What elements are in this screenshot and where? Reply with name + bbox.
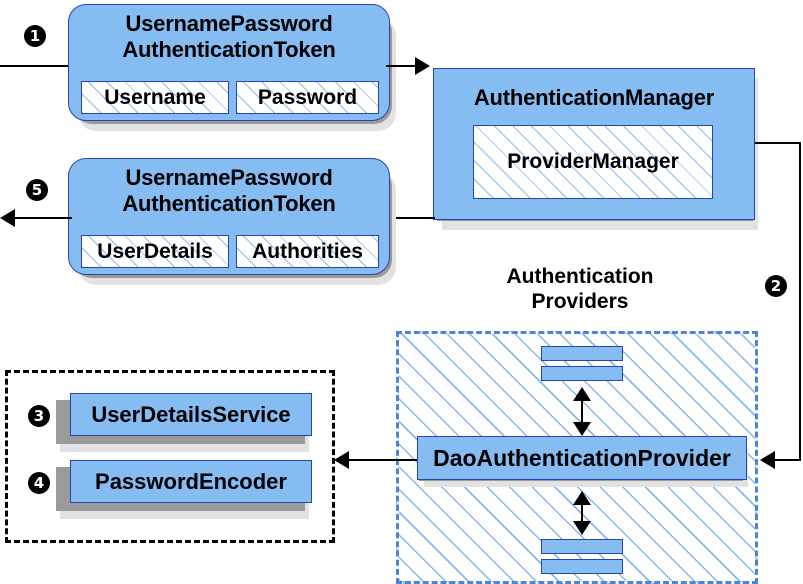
provider-manager-label: ProviderManager: [507, 150, 679, 173]
response-token-title-line2: AuthenticationToken: [122, 191, 336, 216]
passwordencoder-label: PasswordEncoder: [95, 468, 287, 494]
response-token-field-authorities: Authorities: [236, 235, 379, 268]
response-token-field-userdetails-label: UserDetails: [97, 239, 213, 263]
response-token-field-authorities-label: Authorities: [252, 239, 363, 263]
connector-manager-to-provider-top: [755, 142, 801, 144]
provider-placeholder-top-1: [541, 346, 623, 361]
request-token-box: UsernamePassword AuthenticationToken Use…: [68, 4, 390, 121]
connector-token-to-manager: [386, 65, 419, 67]
step-badge-5: 5: [26, 179, 48, 201]
response-token-box: UsernamePassword AuthenticationToken Use…: [68, 158, 390, 275]
step-badge-1: 1: [24, 25, 46, 47]
connector-outbound-response: [15, 217, 72, 219]
provider-placeholder-bottom-2: [541, 559, 623, 574]
response-token-title-line1: UsernamePassword: [125, 165, 333, 190]
connector-token-to-manager-arrowhead: [415, 57, 430, 75]
connector-manager-to-provider-bottom: [775, 459, 801, 461]
provider-link-bottom-line: [581, 498, 583, 524]
request-token-field-username-label: Username: [104, 85, 206, 109]
provider-placeholder-bottom-1: [541, 539, 623, 554]
authentication-manager-title: AuthenticationManager: [473, 85, 715, 110]
providers-group-caption-line2: Providers: [531, 290, 629, 313]
provider-placeholder-top-2: [541, 366, 623, 381]
connector-inbound-request: [0, 65, 70, 67]
providers-group-caption: Authentication Providers: [430, 264, 730, 314]
dao-authentication-provider-label: DaoAuthenticationProvider: [433, 444, 731, 471]
connector-manager-to-provider-vertical: [799, 142, 801, 460]
request-token-field-password: Password: [236, 81, 379, 114]
connector-manager-to-response-token: [390, 217, 435, 219]
userdetailsservice-label: UserDetailsService: [91, 401, 291, 427]
request-token-title-line2: AuthenticationToken: [122, 37, 336, 62]
provider-manager-box: ProviderManager: [473, 125, 713, 199]
step-badge-4: 4: [28, 472, 50, 494]
connector-provider-to-collaborators-arrowhead: [334, 451, 349, 469]
response-token-field-userdetails: UserDetails: [81, 235, 229, 268]
connector-outbound-response-arrowhead: [0, 209, 15, 227]
provider-link-top-arrow-down: [573, 422, 591, 436]
step-badge-2: 2: [765, 275, 787, 297]
request-token-field-username: Username: [81, 81, 229, 114]
authentication-manager-box: AuthenticationManager ProviderManager: [433, 68, 755, 220]
request-token-field-password-label: Password: [257, 85, 358, 109]
dao-authentication-provider-box: DaoAuthenticationProvider: [417, 436, 747, 480]
userdetailsservice-box: UserDetailsService: [70, 393, 312, 436]
passwordencoder-box: PasswordEncoder: [70, 460, 312, 503]
step-badge-3: 3: [28, 405, 50, 427]
connector-provider-to-collaborators: [349, 459, 417, 461]
connector-manager-to-provider-arrowhead: [760, 451, 775, 469]
providers-group-caption-line1: Authentication: [506, 265, 654, 288]
provider-link-bottom-arrow-down: [573, 521, 591, 535]
provider-link-top-line: [581, 394, 583, 425]
request-token-title-line1: UsernamePassword: [125, 11, 333, 36]
